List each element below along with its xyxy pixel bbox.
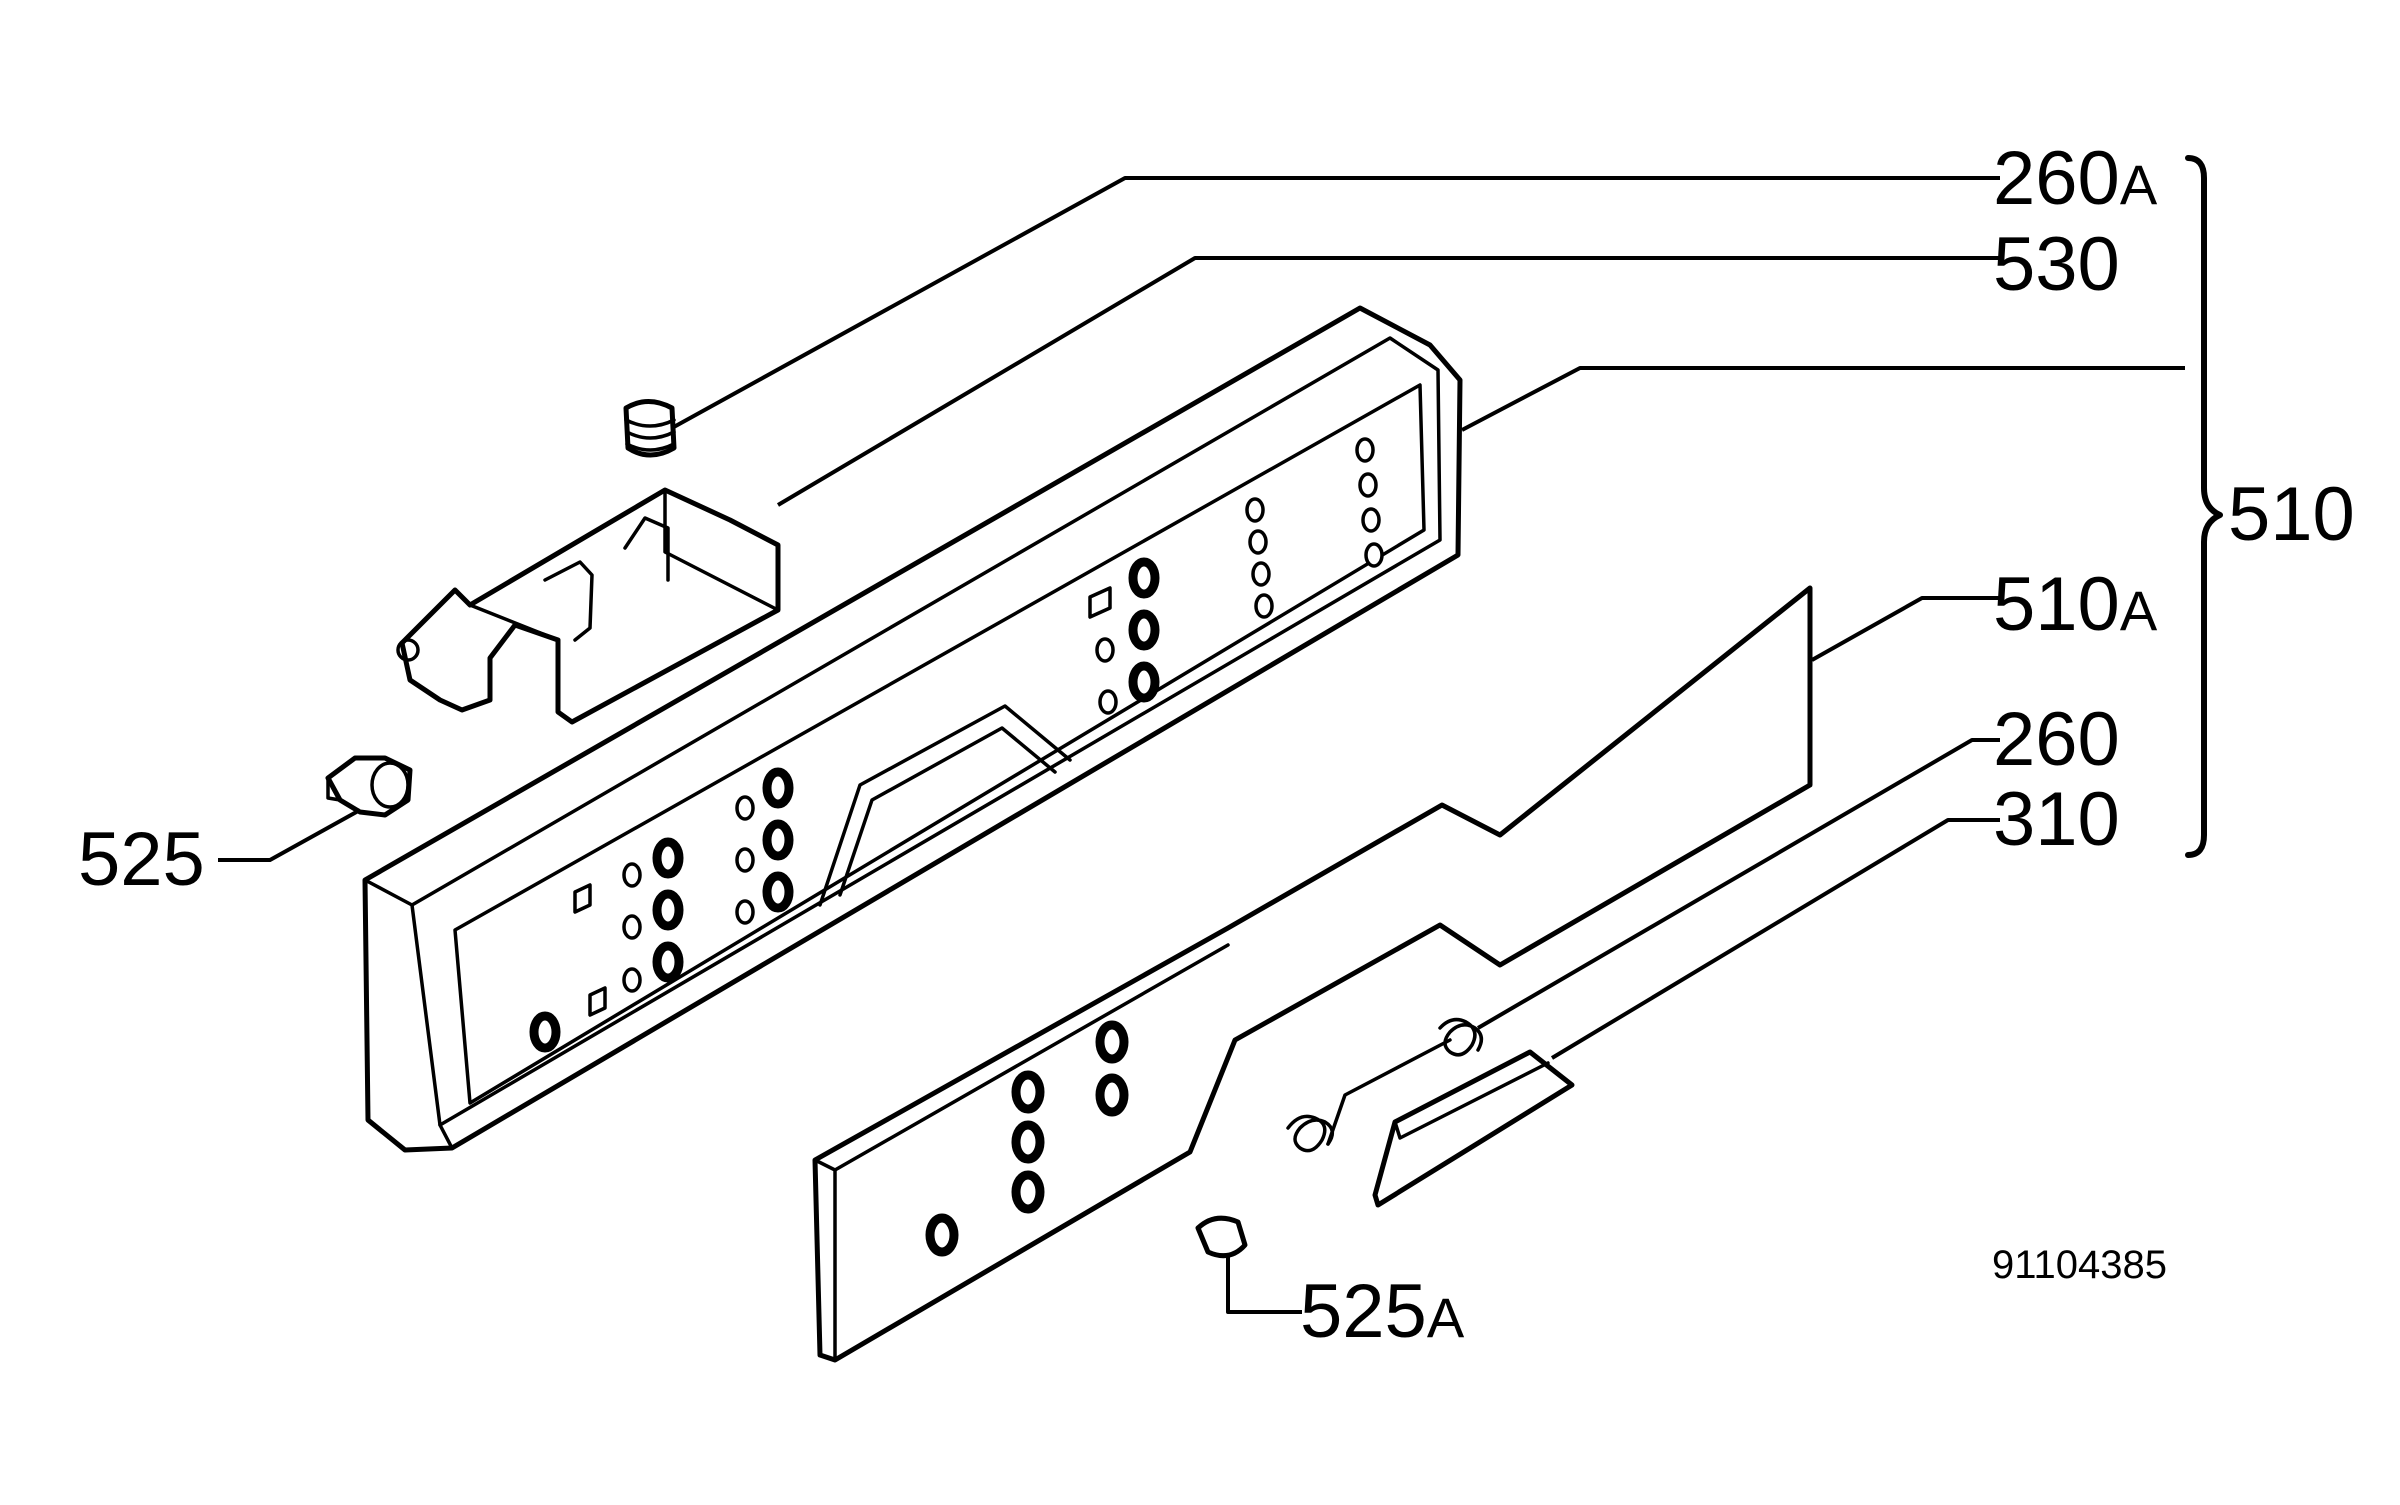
callout-310: 310 (1993, 777, 2120, 862)
callout-260: 260 (1993, 697, 2120, 782)
document-number: 91104385 (1992, 1243, 2167, 1287)
fascia-button (1011, 1070, 1045, 1114)
indicator-led (1361, 507, 1381, 533)
indicator-led (622, 967, 642, 993)
panel-knob (1128, 661, 1160, 703)
panel-knob (652, 837, 684, 879)
control-panel-housing (362, 305, 1463, 1153)
switch-bracket (396, 487, 781, 725)
panel-knob (762, 767, 794, 809)
fascia-button (1011, 1170, 1045, 1214)
panel-knob (1128, 557, 1160, 599)
fascia-button (1011, 1120, 1045, 1164)
callout-260a: 260A (1993, 136, 2158, 221)
callout-525a: 525A (1300, 1269, 1465, 1354)
indicator-led (622, 914, 642, 940)
fascia-button (925, 1213, 959, 1257)
indicator-led (1095, 637, 1115, 663)
indicator-led (1248, 529, 1268, 555)
callout-510a: 510A (1993, 562, 2158, 647)
spring-260a (623, 399, 677, 458)
fascia-button (1095, 1073, 1129, 1117)
indicator-led (735, 847, 755, 873)
callout-525: 525 (78, 817, 205, 902)
leader-lines (218, 176, 2185, 1314)
indicator-led (622, 862, 642, 888)
panel-knob (652, 889, 684, 931)
spring-260 (1286, 1017, 1484, 1153)
panel-knob (762, 819, 794, 861)
indicator-led (735, 795, 755, 821)
indicator-led (1245, 497, 1265, 523)
indicator-led (1254, 593, 1274, 619)
indicator-led (1358, 472, 1378, 498)
indicator-led (735, 899, 755, 925)
callout-510: 510 (2228, 472, 2355, 557)
indicator-led (1364, 542, 1384, 568)
connector-525 (325, 755, 413, 818)
indicator-led (1098, 689, 1118, 715)
front-fascia-510a (812, 585, 1813, 1363)
panel-knob (1128, 609, 1160, 651)
assembly-brace (2185, 155, 2223, 858)
indicator-led (1355, 437, 1375, 463)
cap-525a (1195, 1215, 1248, 1259)
panel-knob (652, 941, 684, 983)
indicator-led (1251, 561, 1271, 587)
fascia-button (1095, 1020, 1129, 1064)
handle-310 (1372, 1049, 1575, 1208)
callout-530: 530 (1993, 222, 2120, 307)
panel-knob (529, 1011, 561, 1053)
panel-knob (762, 871, 794, 913)
